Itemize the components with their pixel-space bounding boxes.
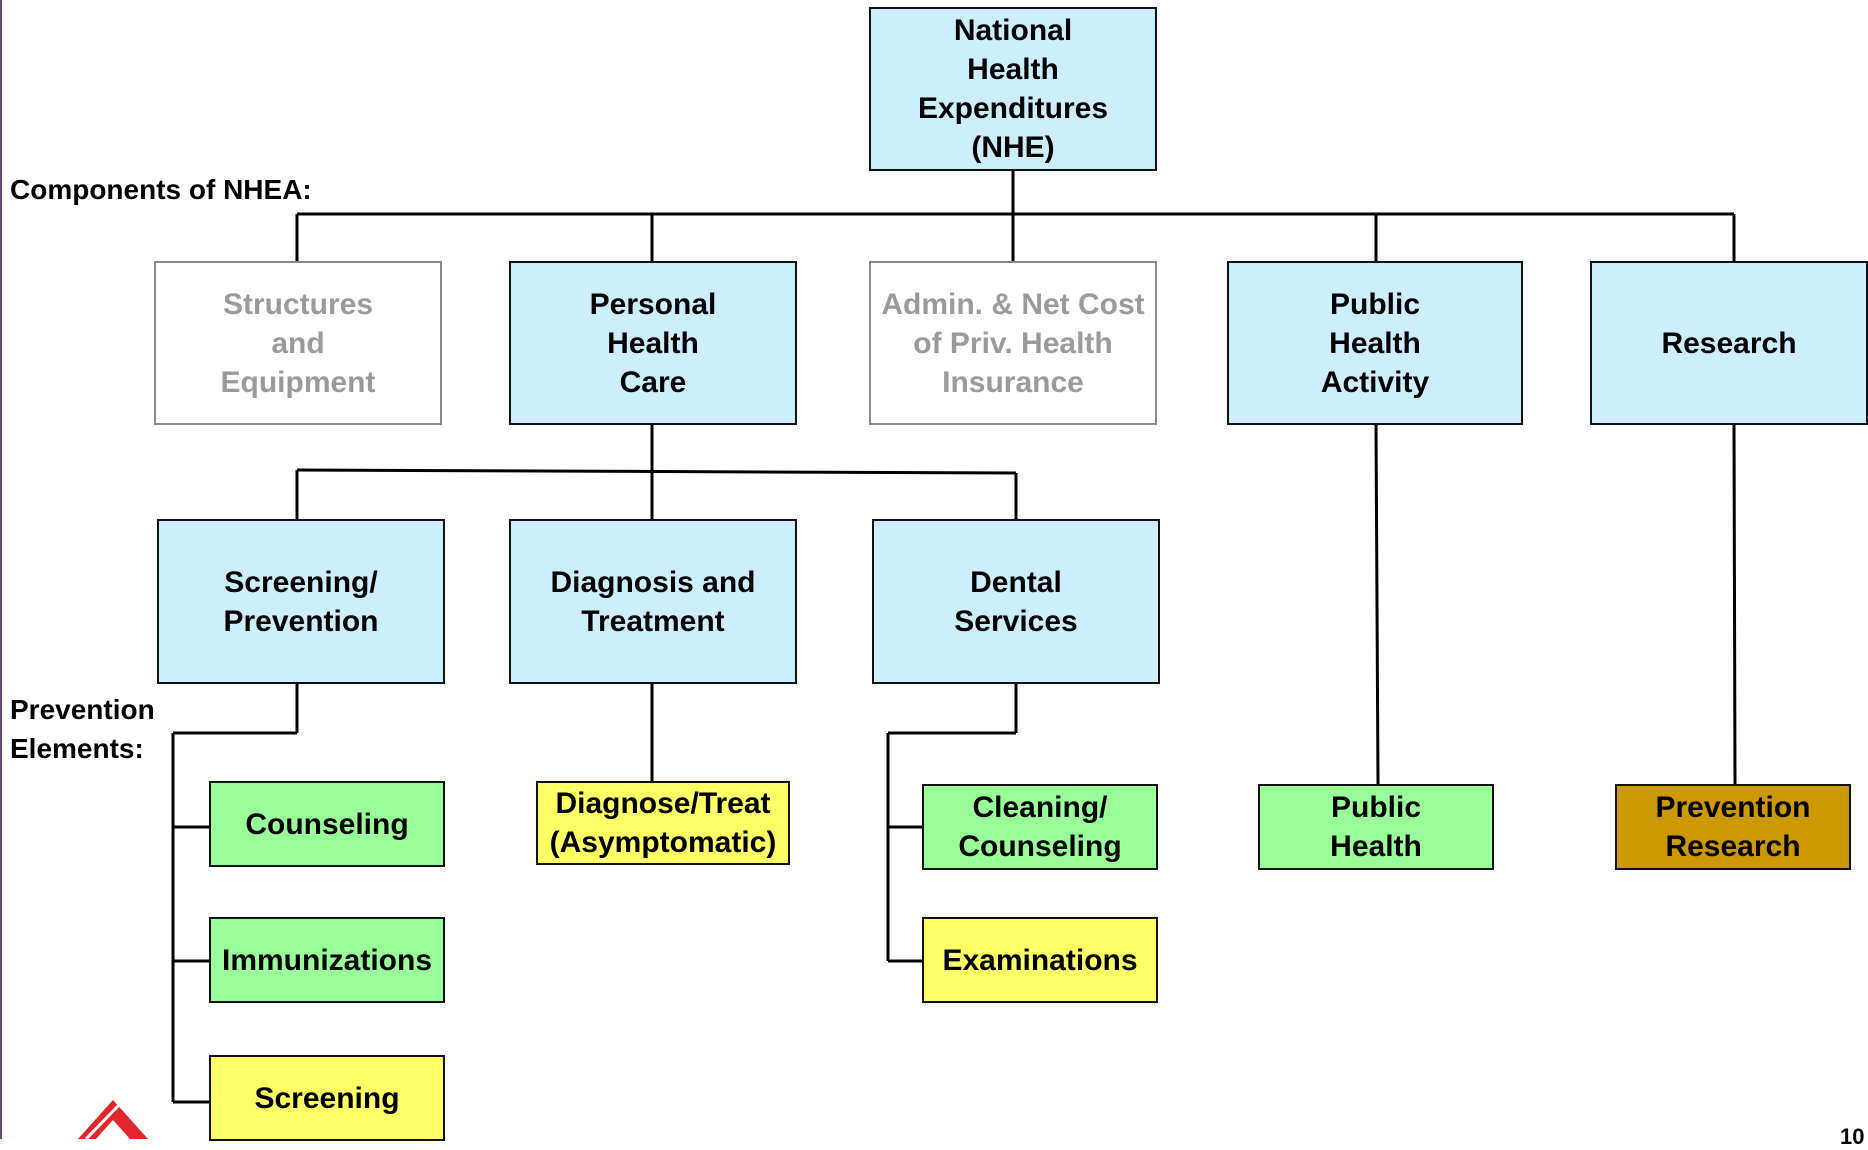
public-health-box: Public Health	[1258, 784, 1494, 870]
structures-equipment-box: Structures and Equipment	[154, 261, 442, 425]
prevention-elements-label: Prevention Elements:	[10, 694, 155, 764]
cleaning-counseling-box: Cleaning/ Counseling	[922, 784, 1158, 870]
slide-left-border	[0, 0, 2, 1139]
components-of-nhea-label: Components of NHEA:	[10, 174, 312, 205]
public-health-activity-box: Public Health Activity	[1227, 261, 1523, 425]
screening-box: Screening	[209, 1055, 445, 1141]
admin-net-cost-box: Admin. & Net Cost of Priv. Health Insura…	[869, 261, 1157, 425]
nhe-box: National Health Expenditures (NHE)	[869, 7, 1157, 171]
prevention-research-box: Prevention Research	[1615, 784, 1851, 870]
connector-line	[1374, 423, 1380, 785]
research-box: Research	[1590, 261, 1868, 425]
page-number: 10	[1840, 1124, 1865, 1149]
connector-line	[1732, 423, 1737, 785]
red-triangle-logo-icon	[78, 1100, 148, 1139]
connector-line	[296, 468, 1017, 475]
examinations-box: Examinations	[922, 917, 1158, 1003]
screening-prevention-box: Screening/ Prevention	[157, 519, 445, 684]
personal-health-care-box: Personal Health Care	[509, 261, 797, 425]
diagnose-treat-box: Diagnose/Treat (Asymptomatic)	[536, 781, 790, 865]
diagnosis-treatment-box: Diagnosis and Treatment	[509, 519, 797, 684]
counseling-box: Counseling	[209, 781, 445, 867]
immunizations-box: Immunizations	[209, 917, 445, 1003]
dental-services-box: Dental Services	[872, 519, 1160, 684]
